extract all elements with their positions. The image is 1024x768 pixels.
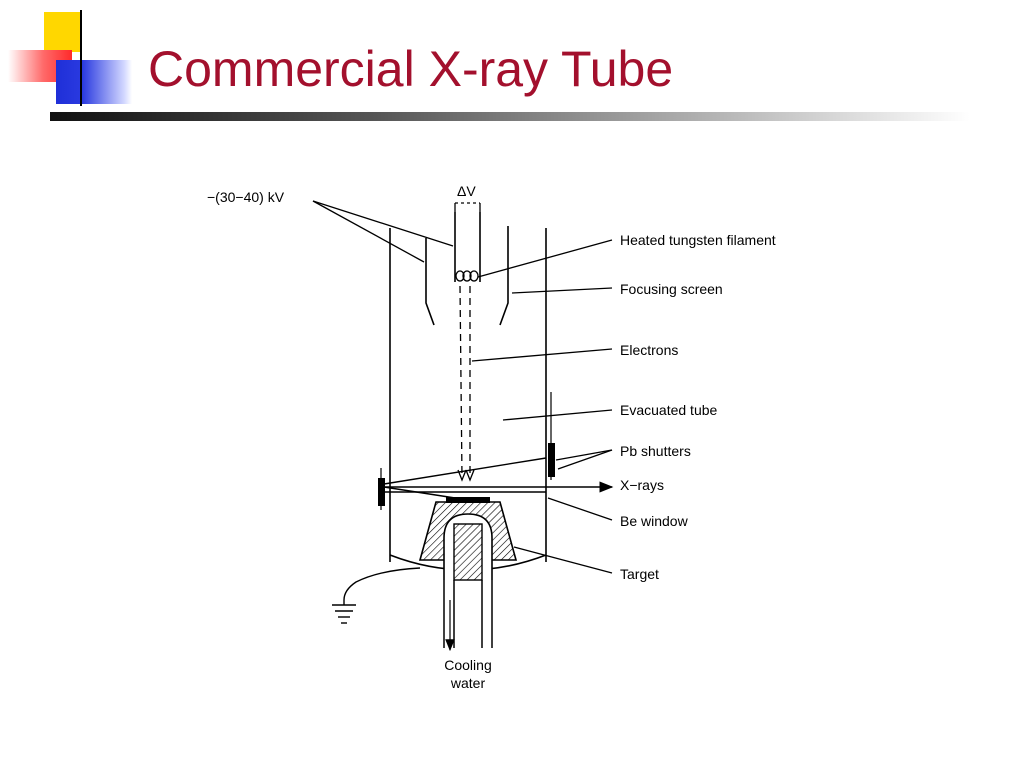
cooling-pipes <box>443 580 493 648</box>
cooling-channel-core <box>453 523 483 581</box>
slide-logo <box>0 0 140 120</box>
logo-yellow-square <box>44 12 80 52</box>
electrons-label: Electrons <box>620 342 678 358</box>
title-underline <box>50 112 970 121</box>
logo-divider <box>80 10 82 106</box>
evacuated-tube-label: Evacuated tube <box>620 402 718 418</box>
filament-stem <box>454 212 481 282</box>
xrays-label: X−rays <box>620 477 664 493</box>
electron-beam-arrows <box>457 469 475 482</box>
focusing-screen-label: Focusing screen <box>620 281 723 297</box>
focusing-screen <box>425 226 509 326</box>
tungsten-filament <box>455 270 479 282</box>
logo-blue-square <box>56 60 132 104</box>
slide-title: Commercial X-ray Tube <box>148 41 674 97</box>
filament-label: Heated tungsten filament <box>620 232 776 248</box>
target-face <box>446 497 490 503</box>
voltage-leaders <box>312 200 454 263</box>
ground-icon <box>332 567 421 624</box>
target-label: Target <box>620 566 659 582</box>
voltage-label: −(30−40) kV <box>207 189 285 205</box>
xray-paths <box>383 457 614 501</box>
delta-v-label: ΔV <box>457 183 476 199</box>
cooling-label-line1: Cooling <box>444 657 491 673</box>
be-window-label: Be window <box>620 513 689 529</box>
pb-shutters-label: Pb shutters <box>620 443 691 459</box>
callout-leaders <box>471 239 613 574</box>
electron-beam <box>459 285 471 479</box>
cooling-label-line2: water <box>450 675 486 691</box>
delta-v-bracket <box>454 202 481 212</box>
